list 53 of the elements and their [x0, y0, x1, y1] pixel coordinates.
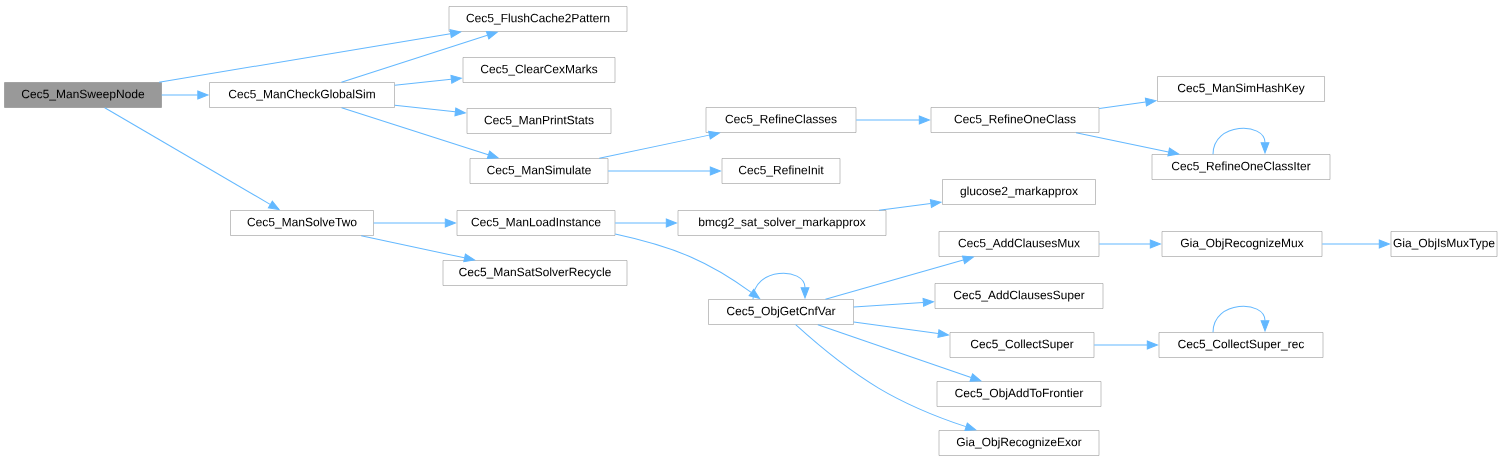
arrow — [598, 130, 720, 159]
function-box: Cec5_RefineInit — [721, 158, 841, 184]
arrow — [373, 218, 456, 228]
function-box: glucose2_markapprox — [942, 179, 1096, 205]
function-box: Cec5_AddClausesMux — [938, 231, 1100, 257]
function-box: Cec5_ManSimHashKey — [1157, 76, 1325, 102]
function-box: Cec5_ManLoadInstance — [456, 210, 616, 236]
arrow — [394, 104, 466, 117]
arrow — [158, 29, 462, 83]
function-box: Gia_ObjRecognizeExor — [938, 430, 1100, 456]
function-box: bmcg2_sat_solver_markapprox — [677, 210, 887, 236]
arrow — [1098, 97, 1157, 109]
arrow — [855, 115, 930, 125]
arrow — [614, 218, 677, 228]
arrow — [1212, 127, 1270, 155]
function-box: Gia_ObjIsMuxType — [1390, 231, 1498, 257]
function-box: Cec5_ManSimulate — [469, 158, 609, 184]
function-box: Cec5_AddClausesSuper — [934, 283, 1104, 309]
function-box: Cec5_ManCheckGlobalSim — [209, 82, 395, 108]
function-box: Cec5_RefineOneClass — [930, 107, 1100, 133]
function-box: Cec5_ManPrintStats — [466, 108, 612, 134]
arrow — [360, 235, 475, 263]
arrow — [1093, 340, 1158, 350]
arrow — [1321, 239, 1390, 249]
function-box: Cec5_ObjAddToFrontier — [936, 381, 1102, 407]
arrow — [752, 272, 810, 300]
arrow — [878, 199, 942, 211]
function-box: Cec5_ManSweepNode — [4, 82, 162, 108]
arrow — [1075, 132, 1180, 157]
arrow — [1212, 305, 1270, 333]
function-box: Cec5_RefineClasses — [705, 107, 857, 133]
function-box: Cec5_ClearCexMarks — [462, 57, 616, 83]
arrow — [853, 298, 934, 308]
function-box: Cec5_RefineOneClassIter — [1151, 154, 1331, 180]
arrow — [824, 255, 974, 300]
arrow — [1098, 239, 1161, 249]
arrow — [394, 74, 462, 86]
function-box: Gia_ObjRecognizeMux — [1161, 231, 1323, 257]
arrow — [341, 107, 499, 159]
arrow — [607, 166, 721, 176]
function-box: Cec5_ObjGetCnfVar — [708, 299, 854, 325]
arrow — [614, 233, 761, 299]
arrow — [161, 90, 209, 100]
function-box: Cec5_ManSolveTwo — [230, 210, 374, 236]
arrow — [104, 107, 280, 211]
arrow — [795, 324, 977, 431]
arrow — [340, 31, 498, 83]
function-box: Cec5_FlushCache2Pattern — [448, 6, 628, 32]
function-box: Cec5_CollectSuper_rec — [1158, 332, 1324, 358]
arrow — [853, 321, 949, 338]
function-box: Cec5_CollectSuper — [949, 332, 1095, 358]
function-box: Cec5_ManSatSolverRecycle — [442, 260, 628, 286]
arrow — [817, 324, 982, 382]
